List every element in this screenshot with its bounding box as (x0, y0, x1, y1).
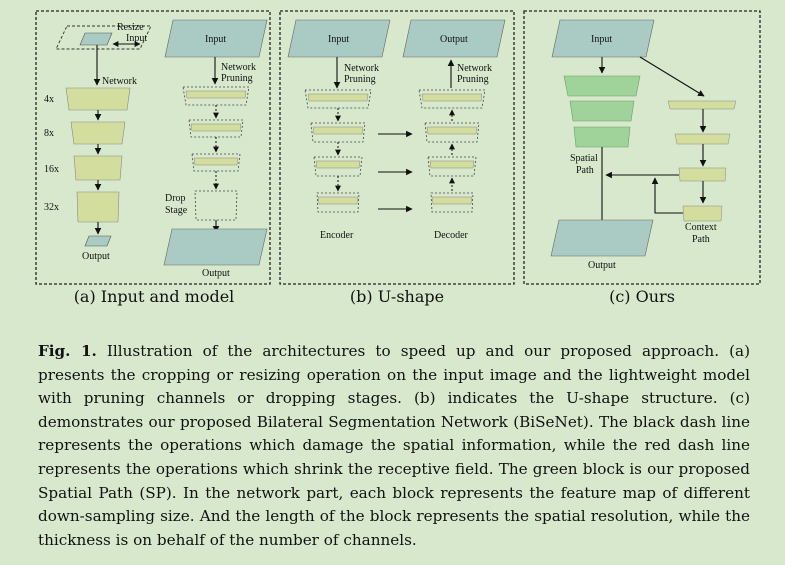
block-8x (70, 121, 126, 145)
panel-c-frame (523, 10, 761, 285)
decoder-block-3 (429, 160, 475, 169)
scale-32x: 32x (44, 202, 59, 213)
spatial-block-3 (573, 126, 631, 148)
architecture-diagram: Resize Input Network 4x 8x 16x 32x Outpu… (35, 10, 761, 306)
pruned-block-a-2 (190, 123, 242, 132)
block-32x (76, 191, 120, 223)
pruning-left-1: Network (344, 63, 379, 74)
scale-4x: 4x (44, 94, 54, 105)
output-label-c: Output (588, 260, 616, 271)
encoder-label: Encoder (320, 230, 354, 241)
encoder-block-3 (315, 160, 361, 169)
decoder-block-4 (431, 196, 473, 205)
encoder-block-2 (312, 126, 364, 135)
encoder-block-1 (307, 93, 369, 102)
spatial-block-1 (563, 75, 641, 97)
output-block-b (402, 19, 506, 58)
subfig-label-a: (a) Input and model (74, 287, 235, 306)
output-block-c (550, 219, 654, 257)
pruning-right-2: Pruning (457, 74, 489, 85)
pruned-block-a-3 (193, 157, 239, 166)
spatial-path-1: Spatial (570, 153, 598, 164)
resize-input-label: Input (126, 33, 147, 44)
figure-caption: Fig. 1. Illustration of the architecture… (38, 340, 750, 552)
network-label: Network (102, 76, 137, 87)
input-block-b (287, 19, 391, 58)
small-output-block (84, 235, 112, 247)
spatial-block-2 (569, 100, 635, 122)
scale-16x: 16x (44, 164, 59, 175)
small-input-block (79, 32, 113, 46)
encoder-block-4 (317, 196, 359, 205)
panel-a-frame (35, 10, 271, 285)
decoder-block-2 (426, 126, 478, 135)
network-pruning-a-2: Pruning (221, 73, 253, 84)
block-4x (65, 87, 131, 111)
figure-1: Resize Input Network 4x 8x 16x 32x Outpu… (35, 10, 761, 306)
pruning-right-1: Network (457, 63, 492, 74)
caption-fig-label: Fig. 1. (38, 342, 97, 360)
context-block-3 (678, 167, 727, 182)
context-block-2 (674, 133, 731, 145)
subfig-label-c: (c) Ours (609, 287, 675, 306)
dropped-stage-block (194, 190, 238, 221)
decoder-label: Decoder (434, 230, 469, 241)
input-label-b: Input (328, 34, 349, 45)
pruned-block-a-1 (185, 90, 247, 99)
input-block-a (164, 19, 268, 58)
block-16x (73, 155, 123, 181)
network-pruning-a-1: Network (221, 62, 256, 73)
drop-stage-1: Drop (165, 193, 186, 204)
input-label-a: Input (205, 34, 226, 45)
context-path-2: Path (692, 234, 710, 245)
context-path-1: Context (685, 222, 717, 233)
output-block-a (163, 228, 268, 266)
pruning-left-2: Pruning (344, 74, 376, 85)
scale-8x: 8x (44, 128, 54, 139)
input-label-c: Input (591, 34, 612, 45)
spatial-path-2: Path (576, 165, 594, 176)
output-label-b: Output (440, 34, 468, 45)
context-block-4 (682, 205, 723, 222)
resize-label: Resize (117, 22, 144, 33)
input-block-c (551, 19, 655, 58)
subfig-label-b: (b) U-shape (350, 287, 444, 306)
output-label-a: Output (202, 268, 230, 279)
caption-text: Illustration of the architectures to spe… (38, 342, 751, 549)
resize-input-outline (55, 25, 152, 50)
decoder-block-1 (421, 93, 483, 102)
panel-b-frame (279, 10, 515, 285)
drop-stage-2: Stage (165, 205, 188, 216)
small-output-label: Output (82, 251, 110, 262)
context-block-1 (667, 100, 737, 110)
